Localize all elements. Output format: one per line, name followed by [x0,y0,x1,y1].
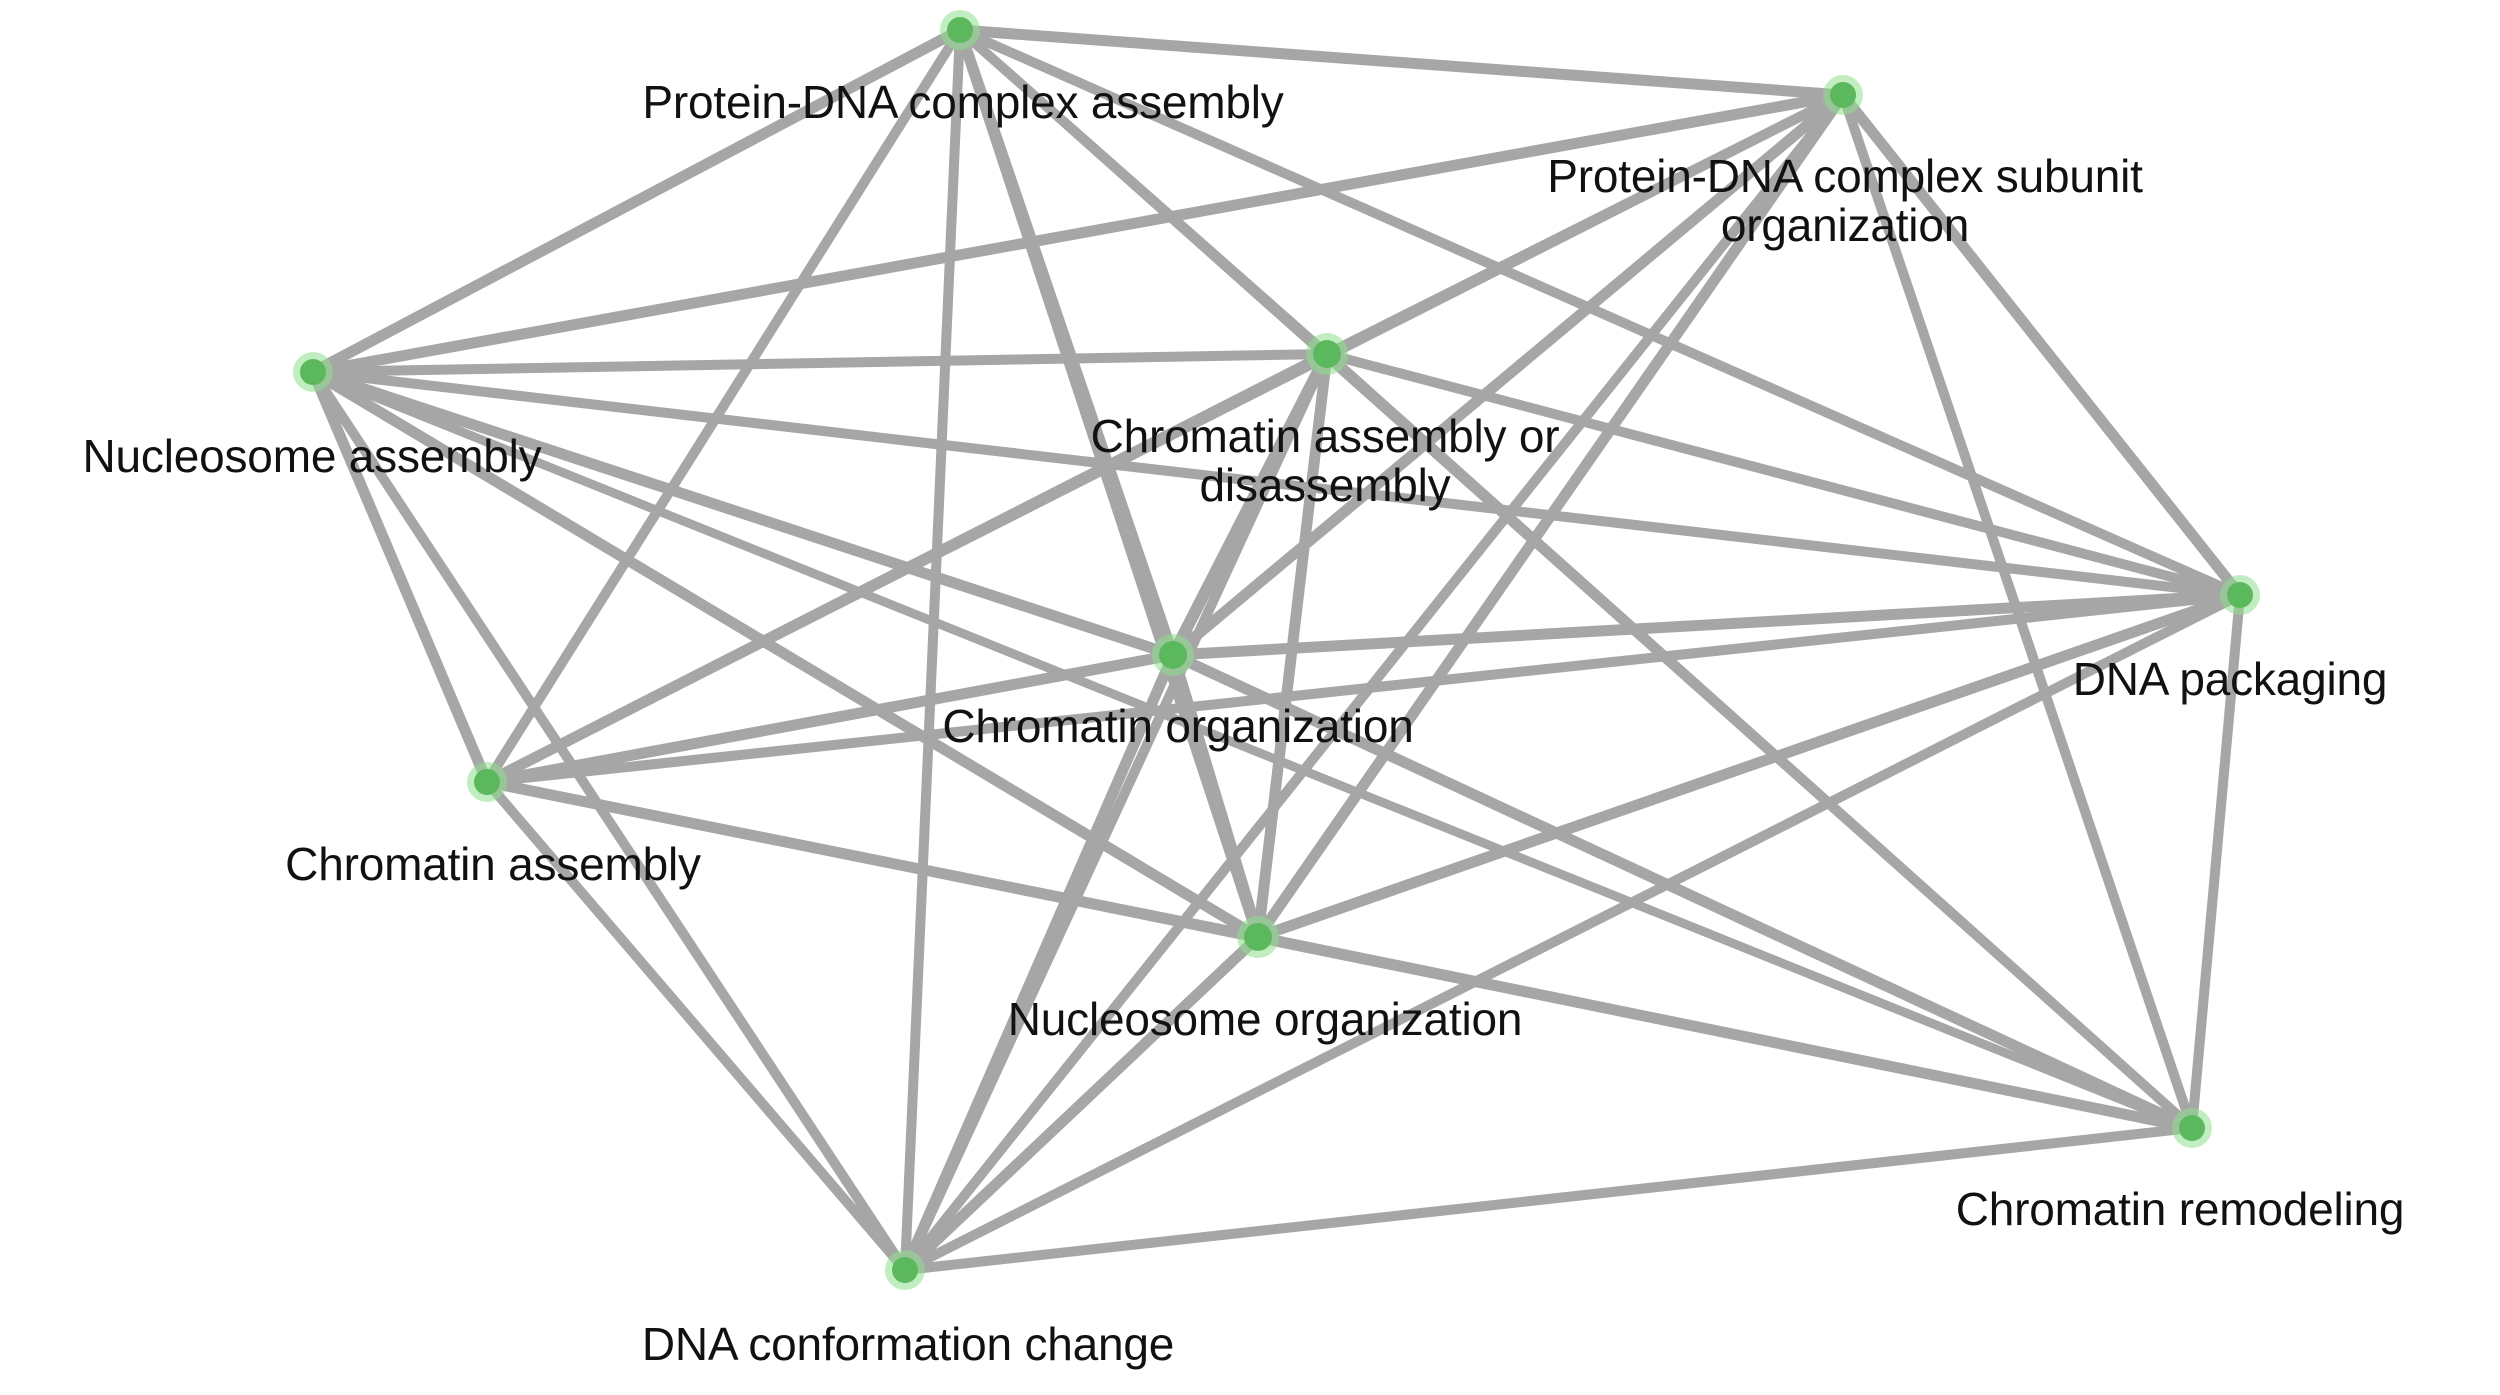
network-edge[interactable] [481,348,1333,788]
network-edge[interactable] [1167,589,2246,661]
network-node[interactable] [892,1257,918,1283]
network-edge[interactable] [307,366,493,788]
network-edge[interactable] [1252,931,2198,1134]
network-edge[interactable] [481,649,1179,788]
network-edge[interactable] [1252,589,2246,943]
network-edge[interactable] [308,367,2245,600]
network-edge[interactable] [1837,89,2246,601]
network-edge[interactable] [2187,590,2245,1133]
network-edge[interactable] [1322,349,2245,600]
network-node[interactable] [300,359,326,385]
network-edge[interactable] [482,590,2245,787]
network-node[interactable] [947,17,973,43]
network-node[interactable] [474,769,500,795]
network-edge[interactable] [900,25,965,1275]
network-edge[interactable] [1167,89,1849,661]
network-edge[interactable] [482,777,910,1275]
node-layer [293,10,2260,1290]
network-edge[interactable] [307,24,966,378]
network-edge[interactable] [482,25,965,787]
network-edge[interactable] [899,649,1179,1276]
network-edge[interactable] [308,367,910,1275]
network-edge[interactable] [955,25,2245,600]
network-node[interactable] [1313,340,1341,368]
network-node[interactable] [1159,641,1187,669]
network-edge[interactable] [308,367,2197,1133]
network-edge[interactable] [1167,649,1264,943]
edge-layer [307,24,2246,1276]
network-node[interactable] [2227,582,2253,608]
network-edge[interactable] [954,24,1849,101]
network-node[interactable] [2179,1115,2205,1141]
network-node[interactable] [1830,82,1856,108]
network-edge[interactable] [307,89,1849,378]
network-edge[interactable] [1322,349,2197,1133]
network-edge[interactable] [1167,649,2198,1134]
network-node[interactable] [1244,923,1272,951]
network-edge[interactable] [899,931,1264,1276]
network-edge[interactable] [900,590,2245,1275]
network-edge[interactable] [307,366,1179,661]
network-edge[interactable] [900,1123,2197,1275]
network-edge[interactable] [308,349,1332,377]
